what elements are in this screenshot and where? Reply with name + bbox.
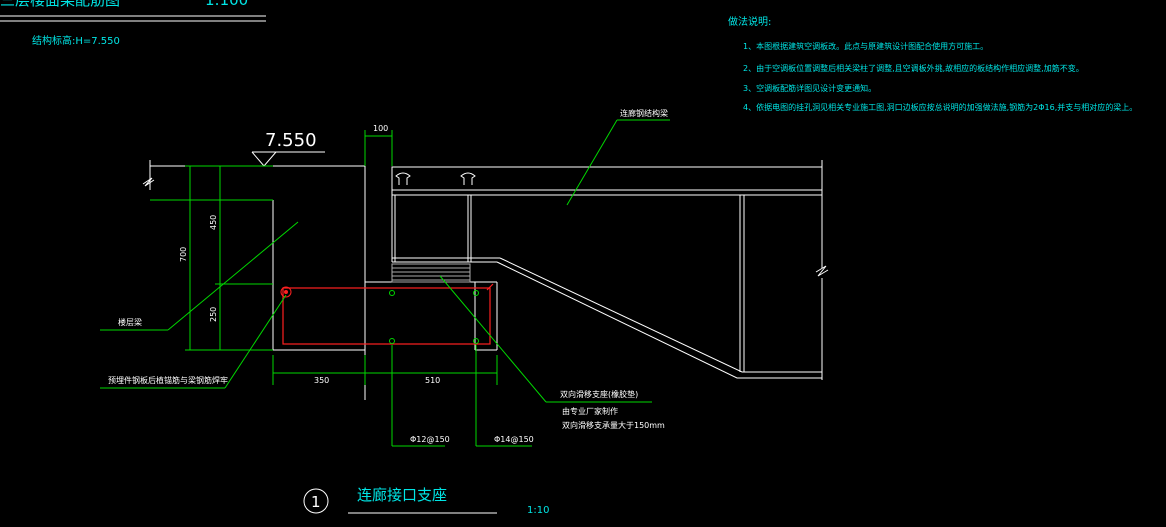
detail-title-block: 1 连廊接口支座 1:10 — [303, 486, 549, 516]
detail-scale: 1:10 — [527, 505, 549, 516]
label-embed: 预埋件钢板后植锚筋与梁钢筋焊牢 — [108, 375, 228, 385]
note-item-4: 4、依据电图的挂孔洞见相关专业施工图,洞口边板应按总说明的加强做法施,钢筋为2Φ… — [743, 102, 1137, 112]
detail-number-circle — [303, 488, 329, 514]
label-bearing-sub1: 由专业厂家制作 — [562, 406, 618, 416]
rebar-label-1: Φ12@150 — [410, 435, 450, 444]
shear-stud-2 — [460, 172, 476, 185]
top-title: 三层楼面梁配筋图 — [0, 0, 120, 9]
detail-number: 1 — [311, 493, 321, 511]
rebar-dot-4 — [473, 338, 479, 344]
label-beam: 楼层梁 — [118, 317, 142, 327]
top-scale: 1:100 — [205, 0, 248, 9]
structure-elevation: 结构标高:H=7.550 — [32, 34, 120, 47]
label-bearing: 双向滑移支座(橡胶垫) — [560, 389, 638, 399]
rebar-stirrup — [280, 283, 494, 345]
rebar-dot-3 — [473, 290, 479, 296]
dim-top: 100 — [373, 124, 388, 133]
dim-left-width: 350 — [314, 376, 329, 385]
dimension-lines: 100 700 450 250 350 510 Φ12@150 Φ14@150 — [150, 124, 534, 447]
notes-block: 做法说明: 1、本图根据建筑空调板改。此点与原建筑设计图配合使用方可施工。 2、… — [728, 15, 1137, 112]
rebar-dot-2 — [389, 338, 395, 344]
dim-lower: 250 — [209, 307, 218, 322]
elevation-mark: 7.550 — [251, 130, 325, 167]
header-block: 三层楼面梁配筋图 1:100 结构标高:H=7.550 — [0, 0, 266, 47]
sliding-bearing-pad — [391, 263, 471, 283]
rebar-dot-1 — [389, 290, 395, 296]
rebar-label-2: Φ14@150 — [494, 435, 534, 444]
detail-title: 连廊接口支座 — [357, 486, 447, 504]
dim-upper: 450 — [209, 215, 218, 230]
dim-total: 700 — [179, 247, 188, 262]
embed-anchor-circle — [280, 286, 292, 298]
label-steel-beam: 连廊钢结构梁 — [620, 108, 668, 118]
dim-right-width: 510 — [425, 376, 440, 385]
shear-stud-1 — [395, 172, 411, 185]
note-item-2: 2、由于空调板位置调整后相关梁柱了调整,且空调板外挑,故相应的板结构作相应调整,… — [743, 63, 1084, 73]
label-bearing-sub2: 双向滑移支承量大于150mm — [562, 420, 665, 430]
elevation-value: 7.550 — [265, 130, 317, 151]
notes-title: 做法说明: — [728, 15, 771, 28]
annotations: 连廊钢结构梁 楼层梁 预埋件钢板后植锚筋与梁钢筋焊牢 双向滑移支座(橡胶垫) 由… — [100, 108, 670, 430]
elevation-triangle — [251, 151, 277, 167]
note-item-3: 3、空调板配筋详图见设计变更通知。 — [743, 83, 876, 93]
note-item-1: 1、本图根据建筑空调板改。此点与原建筑设计图配合使用方可施工。 — [743, 41, 988, 51]
steel-corridor-structure — [391, 160, 829, 380]
